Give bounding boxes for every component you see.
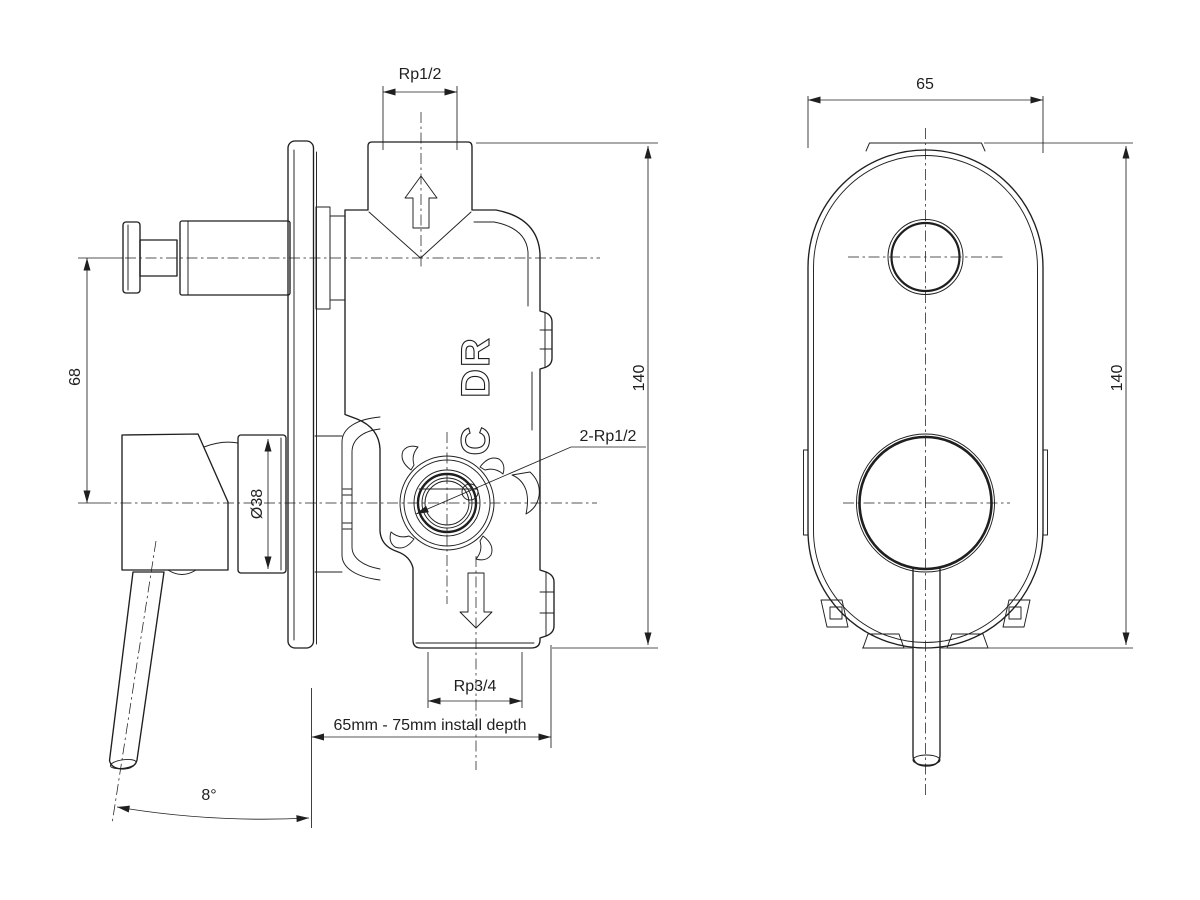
centerlines-front [843, 128, 1010, 795]
dim-height-side-label: 140 [631, 365, 648, 392]
dim-width-front: 65 [807, 76, 1044, 153]
centerlines-side [100, 112, 600, 825]
body-marking-c: C [454, 425, 498, 456]
inlet-tab-front [865, 142, 986, 152]
dim-width-front-label: 65 [916, 76, 934, 93]
diverter-knob-side [122, 206, 346, 310]
wall-plate-front [803, 149, 1048, 649]
callout-side-ports-label: 2-Rp1/2 [580, 428, 637, 445]
front-view: 65 140 [803, 76, 1133, 795]
handle-lever-front [856, 433, 995, 767]
trim-collar [237, 434, 287, 574]
dim-install-depth: 65mm - 75mm install depth [311, 645, 552, 748]
dim-outlet-thread: Rp3/4 [427, 652, 523, 708]
dim-height-side: 140 [476, 142, 658, 649]
dim-height-front: 140 [862, 142, 1133, 649]
flow-down-arrow-icon [459, 572, 493, 629]
dim-install-depth-label: 65mm - 75mm install depth [334, 717, 527, 734]
dim-trim-diameter-label: Ø38 [249, 489, 266, 519]
dim-height-front-label: 140 [1109, 365, 1126, 392]
dim-inlet-thread-label: Rp1/2 [399, 66, 442, 83]
handle-lever-side [108, 433, 239, 770]
dim-lever-angle: 8° [116, 748, 312, 828]
dim-lever-angle-label: 8° [201, 787, 216, 804]
diverter-knob-front [887, 219, 964, 295]
cartridge-port-circles [389, 445, 505, 561]
wall-plate-side [287, 140, 317, 649]
callout-side-ports: 2-Rp1/2 [415, 428, 646, 515]
side-view: DR C Rp1/2 68 140 Ø38 2-Rp1/2 [67, 66, 658, 828]
dim-inlet-thread: Rp1/2 [382, 66, 458, 150]
body-marking-dr: DR [454, 336, 498, 398]
dim-knob-offset: 68 [67, 257, 123, 504]
flow-up-arrow-icon [404, 175, 438, 229]
valve-body [314, 141, 555, 649]
dim-outlet-thread-label: Rp3/4 [454, 678, 497, 695]
dim-knob-offset-label: 68 [67, 368, 84, 386]
dim-trim-diameter: Ø38 [249, 439, 272, 569]
